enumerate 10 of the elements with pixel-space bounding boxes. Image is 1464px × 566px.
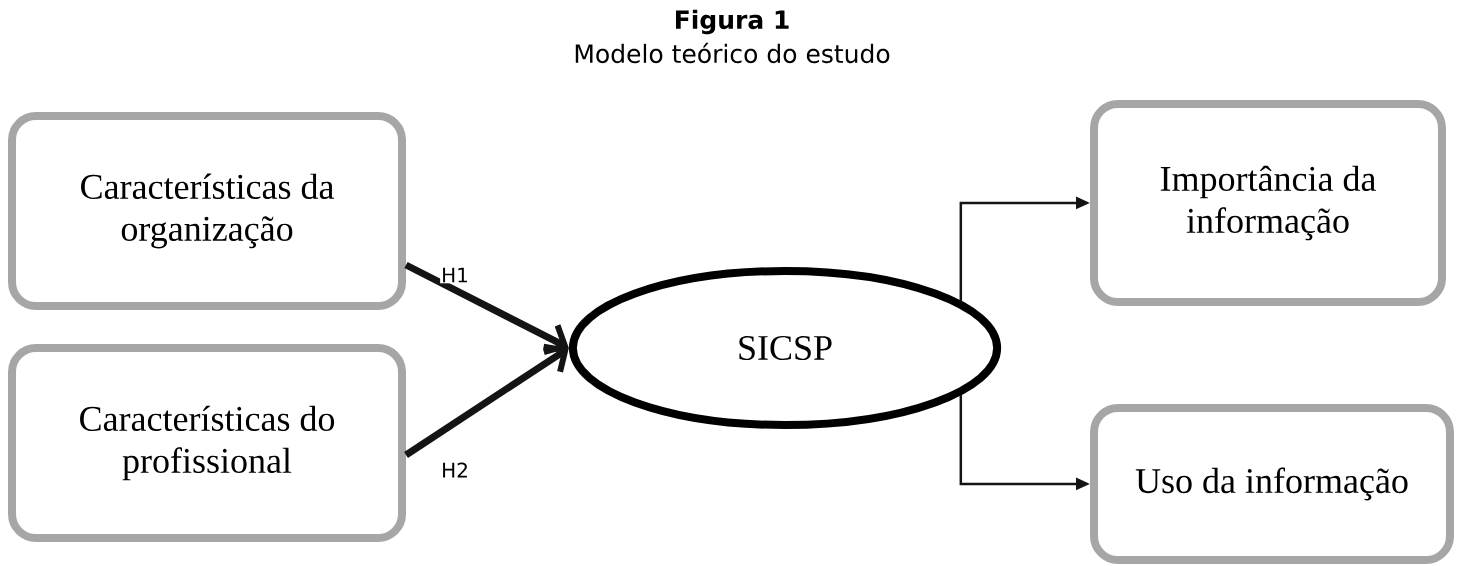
edge-label: H1	[440, 266, 470, 284]
arrow	[404, 343, 569, 458]
figure-caption: Modelo teórico do estudo	[575, 42, 890, 64]
rounded-box: Importância da informação	[1090, 100, 1446, 306]
rounded-box: Uso da informação	[1090, 404, 1454, 564]
arrow	[404, 261, 569, 355]
rounded-box: Características do profissional	[8, 344, 406, 542]
rounded-box: Características da organização	[8, 112, 406, 310]
edge-label: H2	[440, 461, 470, 479]
figure-title: Figura 1	[676, 9, 789, 35]
